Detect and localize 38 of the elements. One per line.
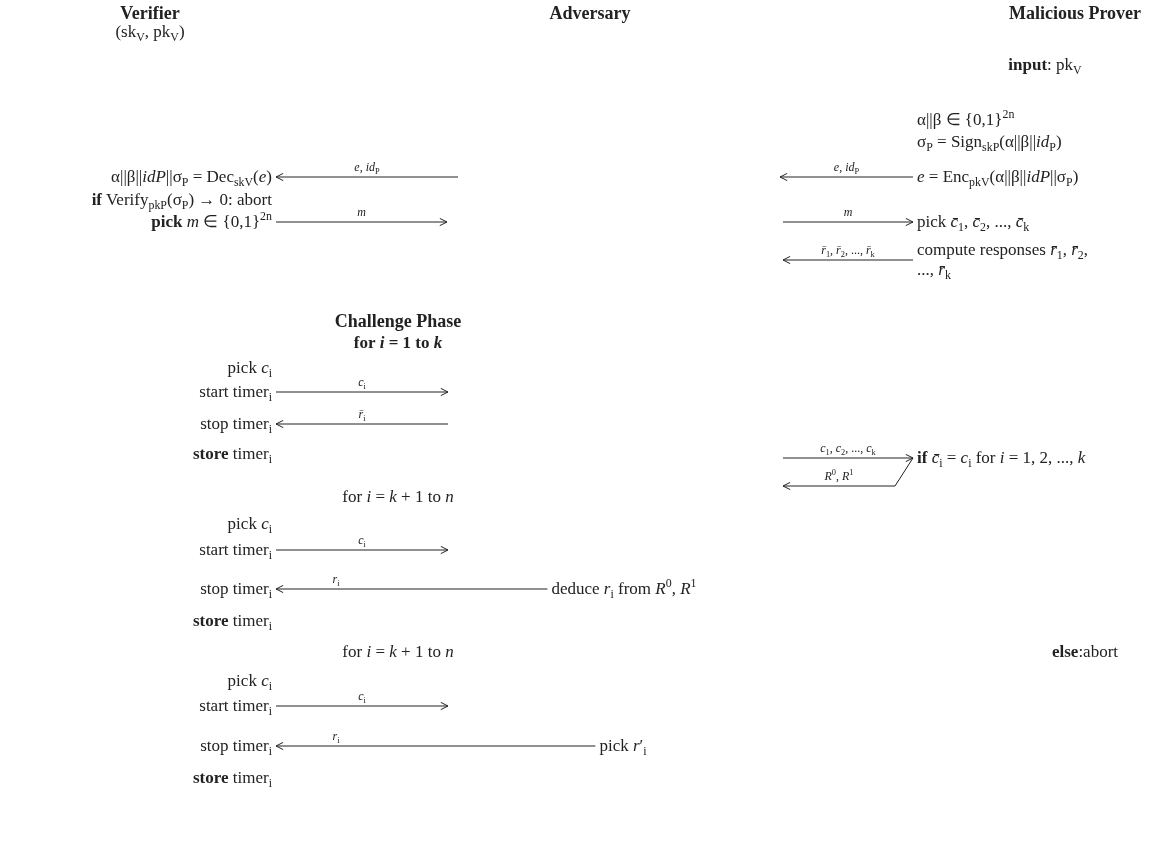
phase-heading: Challenge Phase [334,311,462,331]
step-text: pick c$_{i}$ [227,514,272,534]
step-text: start timer$_{i}$ [199,540,272,560]
party-heading: Adversary [549,3,631,23]
party-heading: Malicious Prover [1008,3,1142,23]
step-text: e = Enc$_{pkV}$(α||β||idP||σ$_{P}$) [917,167,1079,187]
step-text: deduce r$_{i}$ from R$^{0}$, R$^{1}$ [551,579,697,599]
message-label: e, id$_{P}$ [831,160,862,174]
message-label: e, id$_{P}$ [352,160,382,174]
step-text: compute responses r̄$_{1}$, r̄$_{2}$, ..., r̄$_{k}$ [917,240,1107,280]
step-text: pick c$_{i}$ [227,671,272,691]
step-text: if c̄$_{i}$ = c$_{i}$ for i = 1, 2, ..., k [917,448,1086,468]
step-text: α||β ∈ {0,1}$^{2n}$ [917,110,1015,130]
loop-heading: for i = k + 1 to n [342,487,454,507]
step-text: if Verify$_{pkP}$(σ$_{P}$) → 0: abort [91,190,272,210]
step-text: stop timer$_{i}$ [200,736,272,756]
loop-heading: for i = 1 to k [353,333,443,353]
message-label: R$^{0}$, R$^{1}$ [822,469,856,483]
step-text: pick c$_{i}$ [227,358,272,378]
loop-heading: for i = k + 1 to n [342,642,454,662]
step-text: stop timer$_{i}$ [200,414,272,434]
message-label: r̄$_{i}$ [356,407,368,421]
step-text: stop timer$_{i}$ [200,579,272,599]
step-text: σ$_{P}$ = Sign$_{skP}$(α||β||id$_{P}$) [917,132,1062,152]
step-text: store timer$_{i}$ [193,444,272,464]
key-pair-text: (sk$_{V}$, pk$_{V}$) [115,22,185,42]
step-text: α||β||idP||σ$_{P}$ = Dec$_{skV}$(e) [111,167,272,187]
step-text: store timer$_{i}$ [193,768,272,788]
step-text: start timer$_{i}$ [199,382,272,402]
step-text: start timer$_{i}$ [199,696,272,716]
step-text: pick c̄$_{1}$, c̄$_{2}$, ..., c̄$_{k}$ [917,212,1030,232]
message-label: r̄$_{1}$, r̄$_{2}$, ..., r̄$_{k}$ [819,243,877,257]
step-text: pick m ∈ {0,1}$^{2n}$ [151,212,272,232]
step-text: pick r′$_{i}$ [599,736,647,756]
step-text: store timer$_{i}$ [193,611,272,631]
party-heading: Verifier [120,3,180,23]
step-text: else:abort [1051,642,1119,662]
input-text: input: pk$_{V}$ [1008,55,1082,75]
